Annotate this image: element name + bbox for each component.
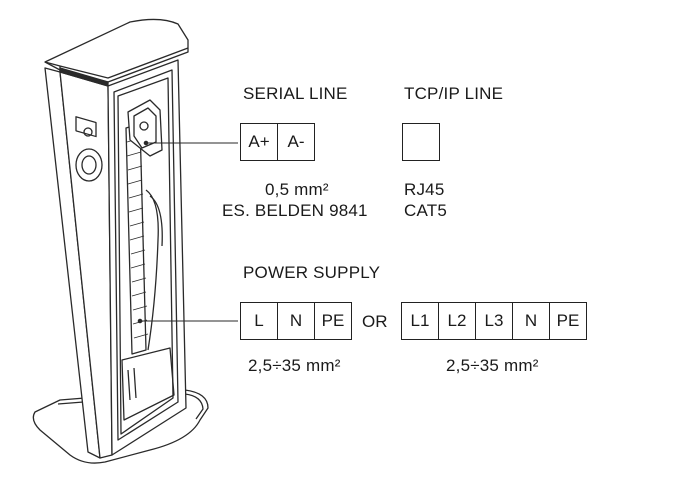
terminal: PE [549, 302, 587, 340]
power-supply-title: POWER SUPPLY [243, 263, 381, 282]
rj45-port-box [402, 123, 440, 161]
or-separator: OR [362, 312, 388, 331]
tcpip-cable-category: CAT5 [404, 201, 447, 220]
three-phase-cable-section: 2,5÷35 mm² [446, 356, 539, 375]
terminal: PE [314, 302, 352, 340]
terminal: L1 [401, 302, 439, 340]
terminal: N [277, 302, 315, 340]
serial-cable-type: ES. BELDEN 9841 [222, 201, 368, 220]
serial-cable-section: 0,5 mm² [265, 180, 329, 199]
display-window [75, 116, 97, 138]
status-button [83, 127, 93, 137]
single-phase-cable-section: 2,5÷35 mm² [248, 356, 341, 375]
terminal: N [512, 302, 550, 340]
base-plate [32, 389, 209, 464]
terminal: L3 [475, 302, 513, 340]
terminal: A+ [240, 123, 278, 161]
terminal: L [240, 302, 278, 340]
serial-terminal-block: A+A- [240, 123, 315, 161]
column-top-cap [44, 18, 189, 83]
charging-socket-inner [81, 155, 97, 175]
terminal: L2 [438, 302, 476, 340]
charging-socket-outer [75, 148, 103, 182]
terminal: A- [277, 123, 315, 161]
tcpip-line-title: TCP/IP LINE [404, 84, 504, 103]
tcpip-connector: RJ45 [404, 180, 445, 199]
serial-line-title: SERIAL LINE [243, 84, 348, 103]
